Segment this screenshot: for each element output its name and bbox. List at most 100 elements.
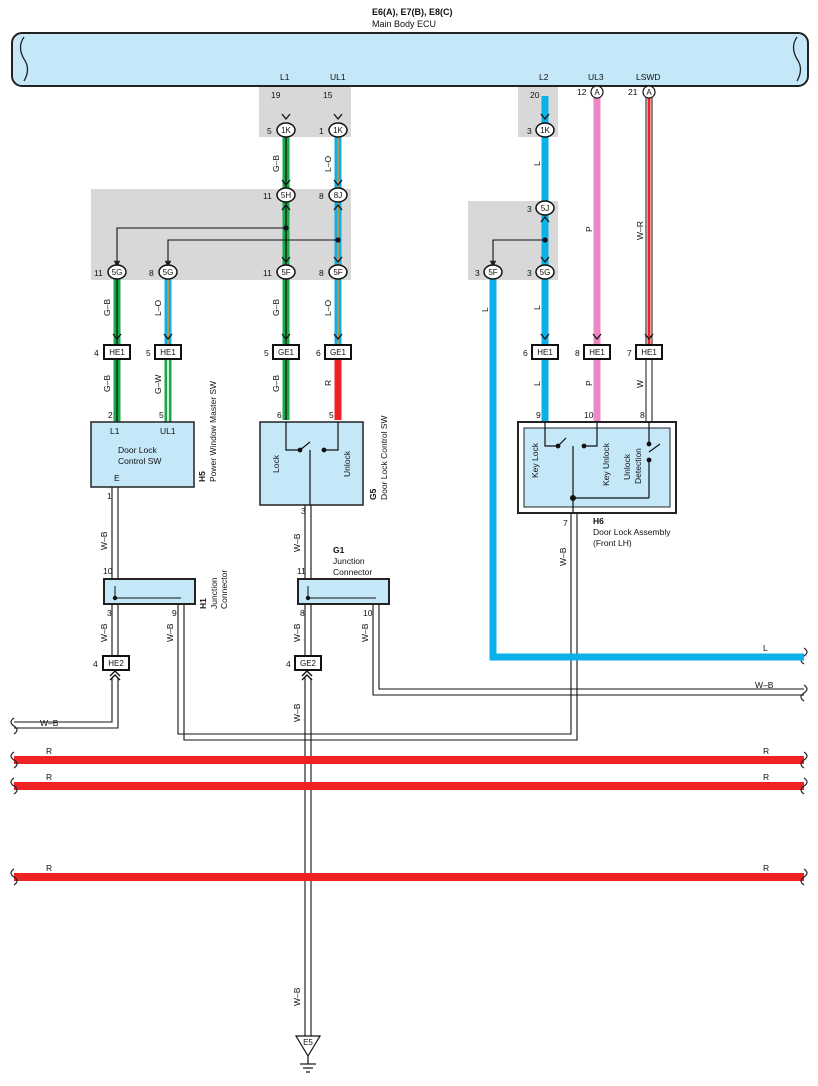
ground-code: E5 — [303, 1038, 313, 1047]
wb-wiring — [14, 487, 804, 1036]
rect-connector-labels: HE1 HE1 GE1 GE1 HE1 HE1 HE1 — [109, 348, 657, 357]
conn-8j: 8J — [334, 191, 342, 200]
pin-5j-3: 3 — [527, 204, 532, 214]
lbl-wb-bus-right: W–B — [755, 680, 774, 690]
lbl-wb-2: W–B — [292, 533, 302, 552]
lbl-lo-2: L–O — [153, 300, 163, 316]
conn-he1-c: HE1 — [537, 348, 553, 357]
lbl-l-3: L — [480, 307, 490, 312]
lbl-wb-1: W–B — [99, 531, 109, 550]
ecu-term-lswd: LSWD — [636, 72, 661, 82]
lbl-r-bus1-left: R — [46, 746, 52, 756]
h1-name: Junction — [209, 577, 219, 609]
lbl-lo-3: L–O — [323, 300, 333, 316]
wire-w-h6 — [645, 360, 653, 422]
h1-code: H1 — [198, 598, 208, 609]
ecu-code: E6(A), E7(B), E8(C) — [372, 7, 453, 17]
ground-triangle — [294, 1035, 322, 1058]
lbl-gb-1: G–B — [271, 155, 281, 172]
pin-h6-8: 8 — [640, 410, 645, 420]
ecu-circle-pins — [590, 85, 656, 99]
lbl-wb-5: W–B — [165, 623, 175, 642]
ecu-name: Main Body ECU — [372, 19, 436, 29]
conn-5j: 5J — [541, 204, 549, 213]
h1-body — [103, 578, 196, 605]
ecu-body — [11, 32, 809, 87]
conn-he1-b: HE1 — [160, 348, 176, 357]
splice-wires — [113, 227, 545, 268]
conn-5g-b: 5G — [163, 268, 174, 277]
g1-code: G1 — [333, 545, 345, 555]
conn-1k-l1: 1K — [281, 126, 291, 135]
ecu-term-l2: L2 — [539, 72, 549, 82]
lbl-wb-bus-left: W–B — [40, 718, 59, 728]
lbl-gb-2: G–B — [102, 299, 112, 316]
pin-5f-11: 11 — [263, 268, 272, 278]
pin-ge1-5: 5 — [264, 348, 269, 358]
conn-1k-l2: 1K — [540, 126, 550, 135]
red-buses — [14, 756, 804, 881]
pin-h6-10: 10 — [584, 410, 594, 420]
pin-h5-1: 1 — [107, 491, 112, 501]
pin-mark-a-2: A — [646, 88, 652, 97]
pin-he2-4: 4 — [93, 659, 98, 669]
h6-code: H6 — [593, 516, 604, 526]
pin-h1-3: 3 — [107, 608, 112, 618]
conn-ge2: GE2 — [300, 659, 317, 668]
shade-5h-5g-5f — [91, 189, 351, 280]
h6-sub: (Front LH) — [593, 538, 632, 548]
h5-term-l1: L1 — [110, 426, 120, 436]
pin-ge1-6: 6 — [316, 348, 321, 358]
h5-inner-1: Door Lock — [118, 445, 157, 455]
pin-5g-3: 3 — [527, 268, 532, 278]
pin-g5-3: 3 — [301, 506, 306, 516]
ecu-pin-20: 20 — [530, 90, 540, 100]
lbl-p-1: P — [584, 226, 594, 232]
pin-h6-9: 9 — [536, 410, 541, 420]
oval-labels: 1K 1K 1K 5H 8J 5J 5G 5G 5F 5F 5F 5G — [112, 126, 551, 277]
lbl-r-bus1-right: R — [763, 746, 769, 756]
pin-g1-8: 8 — [300, 608, 305, 618]
wire-wr-lswd — [645, 96, 653, 345]
conn-he1-e: HE1 — [641, 348, 657, 357]
g1-body — [297, 578, 390, 605]
g5-unlock: Unlock — [342, 450, 352, 477]
conn-5g-c: 5G — [540, 268, 551, 277]
g5-body — [259, 421, 364, 506]
lbl-l-1: L — [532, 161, 542, 166]
conn-5f-a: 5F — [281, 268, 290, 277]
g1-name: Junction — [333, 556, 365, 566]
pin-g5-6: 6 — [277, 410, 282, 420]
lbl-r-bus3-right: R — [763, 863, 769, 873]
pin-g1-11: 11 — [297, 566, 306, 576]
ecu-term-ul1: UL1 — [330, 72, 346, 82]
g1-dot — [305, 595, 311, 601]
ecu-pin-21: 21 — [628, 87, 638, 97]
conn-ge1-b: GE1 — [330, 348, 347, 357]
pin-h5-2: 2 — [108, 410, 113, 420]
oval-connectors — [107, 122, 555, 280]
ecu-pin-12: 12 — [577, 87, 587, 97]
h5-body — [90, 421, 195, 488]
lbl-wb-3: W–B — [558, 547, 568, 566]
h5-term-ul1: UL1 — [160, 426, 176, 436]
h1-name2: Connector — [219, 570, 229, 609]
lbl-r-bus2-left: R — [46, 772, 52, 782]
g1-name2: Connector — [333, 567, 372, 577]
pin-ge2-4: 4 — [286, 659, 291, 669]
h6-name: Door Lock Assembly — [593, 527, 671, 537]
ecu-break-marks — [19, 36, 802, 82]
conn-he2: HE2 — [108, 659, 124, 668]
pin-1k-1: 1 — [319, 126, 324, 136]
lower-conn-chevrons — [109, 670, 313, 681]
bus-break-marks — [10, 647, 808, 886]
h5-code: H5 — [197, 471, 207, 482]
lbl-wb-8: W–B — [292, 703, 302, 722]
pin-numbers: 19 15 20 12 21 5 1 3 11 8 3 11 8 11 8 3 … — [93, 87, 645, 669]
conn-5h: 5H — [281, 191, 291, 200]
lbl-wr-1: W–R — [635, 221, 645, 240]
h6-unlock-det-1: Unlock — [622, 453, 632, 480]
lbl-l-2: L — [532, 305, 542, 310]
h6-switches — [544, 422, 661, 512]
